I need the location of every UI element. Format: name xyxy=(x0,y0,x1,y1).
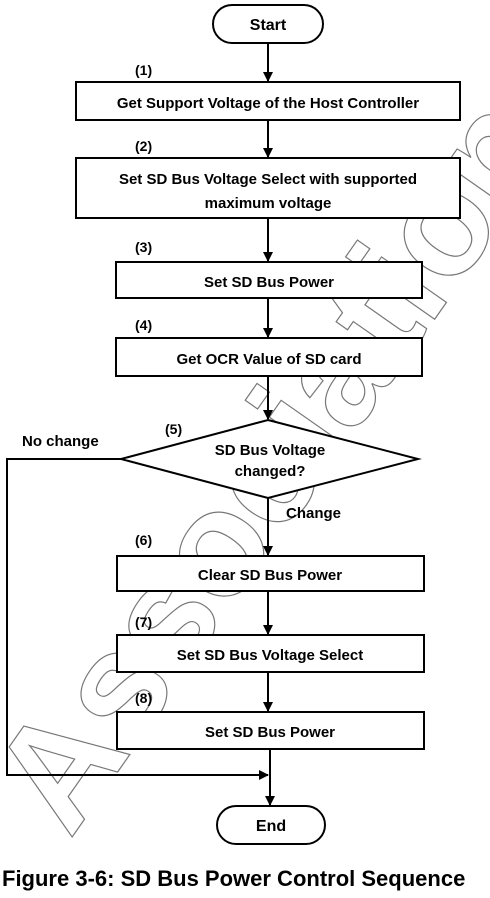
process-box-7 xyxy=(116,634,425,673)
start-label: Start xyxy=(250,17,287,34)
process-text-2a: Set SD Bus Voltage Select with supported xyxy=(119,171,417,188)
end-label: End xyxy=(256,818,286,835)
step-number-4: (4) xyxy=(135,317,152,333)
process-text-8: Set SD Bus Power xyxy=(205,724,335,741)
process-text-7: Set SD Bus Voltage Select xyxy=(177,647,363,664)
step-number-8: (8) xyxy=(135,690,152,706)
figure-caption: Figure 3-6: SD Bus Power Control Sequenc… xyxy=(2,866,466,891)
process-text-1: Get Support Voltage of the Host Controll… xyxy=(117,95,419,112)
change-label: Change xyxy=(286,505,341,522)
step-number-7: (7) xyxy=(135,614,152,630)
process-box-8 xyxy=(116,711,425,750)
step-number-1: (1) xyxy=(135,62,152,78)
step-number-2: (2) xyxy=(135,138,152,154)
process-box-6 xyxy=(116,555,425,592)
decision-text-b: changed? xyxy=(235,463,306,480)
step-number-3: (3) xyxy=(135,239,152,255)
end-terminator xyxy=(216,805,326,845)
process-text-2b: maximum voltage xyxy=(205,195,332,212)
no-change-path xyxy=(6,458,269,780)
step-number-6: (6) xyxy=(135,532,152,548)
decision-number: (5) xyxy=(165,421,182,437)
process-text-4: Get OCR Value of SD card xyxy=(176,351,361,368)
process-text-3: Set SD Bus Power xyxy=(204,274,334,291)
process-text-6: Clear SD Bus Power xyxy=(198,567,342,584)
no-change-label: No change xyxy=(22,433,99,450)
process-box-4 xyxy=(115,337,423,377)
decision-text-a: SD Bus Voltage xyxy=(215,442,326,459)
